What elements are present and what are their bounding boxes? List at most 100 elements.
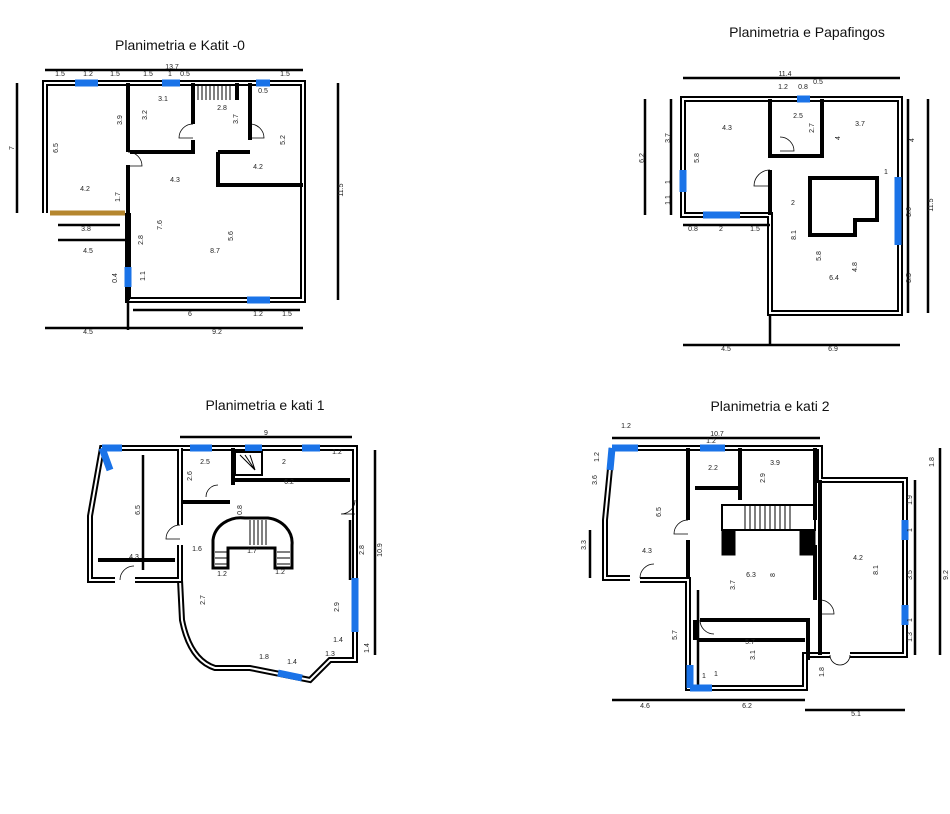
dimension-label: 1.2 <box>621 423 631 430</box>
walls <box>588 436 942 712</box>
dimension-label: 6.2 <box>639 153 646 163</box>
dimension-label: 8.1 <box>873 565 880 575</box>
door <box>753 169 771 187</box>
dimension-label: 3.3 <box>581 540 588 550</box>
dimension-label: 0.5 <box>180 71 190 78</box>
dimension-label: 4.2 <box>253 164 263 171</box>
dimension-label: 6.5 <box>656 507 663 517</box>
dimension-label: 2.8 <box>138 235 145 245</box>
window <box>606 447 616 471</box>
door <box>205 484 219 498</box>
dimension-label: 3.7 <box>665 133 672 143</box>
dimension-label: 8 <box>770 573 777 577</box>
dimension-label: 4.2 <box>853 555 863 562</box>
dimension-label: 4.5 <box>721 346 731 353</box>
dimension-label: 1.4 <box>364 643 371 653</box>
dimension-label: 3.1 <box>158 96 168 103</box>
dimension-label: 1 <box>907 528 914 532</box>
door <box>779 136 795 152</box>
plan-title: Planimetria e kati 1 <box>205 397 324 413</box>
dimension-label: 1.8 <box>929 457 936 467</box>
dimension-label: 2 <box>791 200 795 207</box>
dimension-label: 5.7 <box>745 639 755 646</box>
dimension-label: 6.5 <box>135 505 142 515</box>
dimension-label: 10.9 <box>377 543 384 557</box>
dimension-label: 5.8 <box>694 153 701 163</box>
walls <box>15 68 340 330</box>
dimension-label: 1 <box>714 671 718 678</box>
door <box>178 123 194 139</box>
dimension-label: 1.5 <box>110 71 120 78</box>
door <box>673 519 689 535</box>
dimension-label: 2.7 <box>809 123 816 133</box>
dimension-label: 2.8 <box>359 545 366 555</box>
dimension-label: 4.5 <box>83 329 93 336</box>
dimension-label: 0.8 <box>237 505 244 515</box>
dimension-label: 2.2 <box>708 465 718 472</box>
dimension-label: 6.2 <box>284 479 294 486</box>
dimension-label: 3.1 <box>750 650 757 660</box>
dimension-label: 1.5 <box>282 311 292 318</box>
door <box>249 123 265 139</box>
dimension-label: 1 <box>168 71 172 78</box>
dimension-label: 1.2 <box>778 84 788 91</box>
door <box>165 524 181 540</box>
dimension-label: 1.5 <box>280 71 290 78</box>
door <box>119 565 135 581</box>
door <box>829 654 851 666</box>
dimension-label: 5.1 <box>851 711 861 718</box>
staircase <box>211 451 294 570</box>
dimension-label: 6.5 <box>53 143 60 153</box>
dimension-label: 4.3 <box>129 554 139 561</box>
dimension-label: 1.7 <box>115 192 122 202</box>
dimension-label: 5.2 <box>280 135 287 145</box>
dimension-label: 1 <box>907 618 914 622</box>
dimension-label: 1.5 <box>143 71 153 78</box>
dimension-label: 1.5 <box>750 226 760 233</box>
dimension-label: 6.9 <box>828 346 838 353</box>
dimension-label: 4.6 <box>640 703 650 710</box>
dimension-label: 4 <box>835 136 842 140</box>
dimension-label: 2.9 <box>760 473 767 483</box>
dimension-label: 1.3 <box>325 651 335 658</box>
dimension-label: 3.7 <box>730 580 737 590</box>
dimension-label: 4.2 <box>80 186 90 193</box>
dimension-label: 3.5 <box>907 570 914 580</box>
dimension-label: 2.5 <box>793 113 803 120</box>
dimension-label: 11.5 <box>338 183 345 196</box>
dimension-label: 5.8 <box>816 251 823 261</box>
dimension-label: 11.4 <box>778 71 791 78</box>
dimension-label: 1.4 <box>333 637 343 644</box>
door <box>819 599 835 615</box>
staircase <box>721 504 816 556</box>
dimension-label: 0.5 <box>258 88 268 95</box>
dimension-label: 1.2 <box>83 71 93 78</box>
door <box>340 499 356 515</box>
window <box>277 669 303 682</box>
dimension-label: 0.5 <box>813 79 823 86</box>
dimension-label: 1.2 <box>706 438 716 445</box>
dimension-label: 1.1 <box>665 195 672 205</box>
dimension-label: 1.7 <box>247 548 257 555</box>
dimension-label: 1.6 <box>192 546 202 553</box>
dimension-label: 10.7 <box>710 431 724 438</box>
dimension-label: 3.6 <box>906 207 913 217</box>
plan-kati-2: Planimetria e kati 2 <box>588 398 942 712</box>
dimension-label: 1 <box>884 169 888 176</box>
dimension-label: 2.5 <box>200 459 210 466</box>
dimension-label: 1.2 <box>253 311 263 318</box>
plan-katit-0: Planimetria e Katit -0 <box>15 37 340 330</box>
dimension-label: 3.8 <box>81 226 91 233</box>
window <box>98 446 114 472</box>
dimension-label: 1.9 <box>907 495 914 505</box>
plan-title: Planimetria e kati 2 <box>710 398 829 414</box>
dimension-label: 1.4 <box>287 659 297 666</box>
dimension-label: 11.5 <box>928 198 935 211</box>
dimension-label: 3.2 <box>142 110 149 120</box>
dimension-label: 7 <box>9 146 16 150</box>
dimension-label: 4.3 <box>722 125 732 132</box>
dimension-label: 1.8 <box>259 654 269 661</box>
dimension-label: 2.8 <box>217 105 227 112</box>
